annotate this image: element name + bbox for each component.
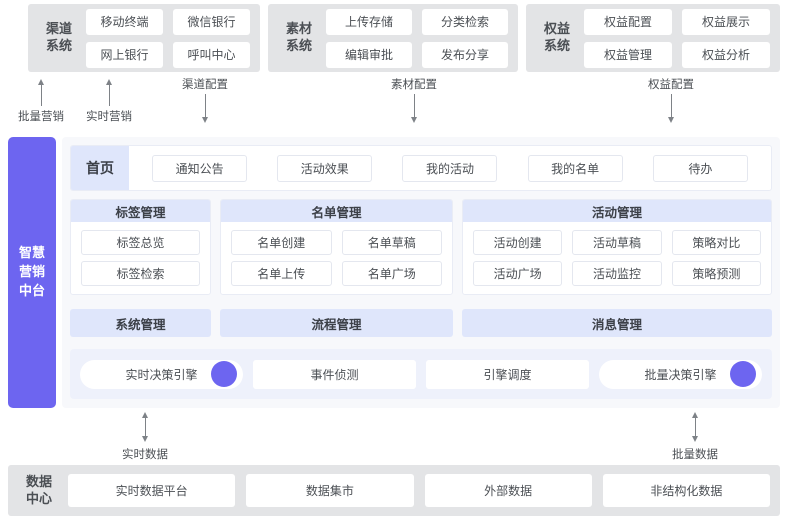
arrow-batch-data: 批量数据 <box>664 412 726 461</box>
realtime-decision-engine[interactable]: 实时决策引擎 <box>80 359 243 389</box>
channel-item-online-bank[interactable]: 网上银行 <box>86 41 163 68</box>
rights-item-analysis[interactable]: 权益分析 <box>682 41 770 68</box>
secondary-management-row: 系统管理 流程管理 消息管理 <box>70 309 772 337</box>
arrow-label-realtime-data: 实时数据 <box>122 447 168 461</box>
arrow-label-batch-marketing: 批量营销 <box>18 109 64 123</box>
material-item-edit-approve[interactable]: 编辑审批 <box>326 41 412 68</box>
unstructured-data-box[interactable]: 非结构化数据 <box>602 474 770 507</box>
realtime-data-platform-box[interactable]: 实时数据平台 <box>68 474 236 507</box>
tag-management-title: 标签管理 <box>71 200 210 222</box>
realtime-decision-engine-label: 实时决策引擎 <box>125 367 198 382</box>
arrow-head-down-icon <box>691 436 698 442</box>
arrow-line <box>109 84 110 106</box>
arrow-batch-marketing: 批量营销 <box>10 78 72 128</box>
strategy-predict-button[interactable]: 策略预测 <box>671 261 761 286</box>
batch-decision-engine[interactable]: 批量决策引擎 <box>599 359 762 389</box>
rights-item-config[interactable]: 权益配置 <box>584 8 672 35</box>
arrow-label-rights-config: 权益配置 <box>648 77 694 91</box>
campaign-monitor-button[interactable]: 活动监控 <box>572 261 662 286</box>
message-management-bar[interactable]: 消息管理 <box>462 309 772 337</box>
arrow-line <box>145 417 146 437</box>
arrow-realtime-data: 实时数据 <box>114 412 176 461</box>
event-detection[interactable]: 事件侦测 <box>253 359 416 389</box>
system-management-bar[interactable]: 系统管理 <box>70 309 211 337</box>
batch-decision-engine-label: 批量决策引擎 <box>644 367 717 382</box>
tab-notice[interactable]: 通知公告 <box>152 154 248 182</box>
channel-system-band: 渠道 系统 移动终端 微信银行 网上银行 呼叫中心 <box>28 4 260 72</box>
rights-item-display[interactable]: 权益展示 <box>682 8 770 35</box>
rights-item-manage[interactable]: 权益管理 <box>584 41 672 68</box>
engine-row: 实时决策引擎 事件侦测 引擎调度 批量决策引擎 <box>70 349 772 399</box>
arrow-head-down-icon <box>667 117 674 123</box>
engine-status-dot-icon <box>730 361 756 387</box>
rights-system-title: 权益 系统 <box>543 22 570 54</box>
tab-campaign-effect[interactable]: 活动效果 <box>277 154 373 182</box>
campaign-draft-button[interactable]: 活动草稿 <box>572 230 662 255</box>
arrow-line <box>414 94 415 118</box>
arrow-line <box>671 94 672 118</box>
arrow-line <box>41 84 42 106</box>
engine-scheduling-label: 引擎调度 <box>483 367 532 382</box>
tag-overview-button[interactable]: 标签总览 <box>81 230 200 255</box>
list-square-button[interactable]: 名单广场 <box>341 261 442 286</box>
material-item-classify-search[interactable]: 分类检索 <box>422 8 508 35</box>
material-item-upload-storage[interactable]: 上传存储 <box>326 8 412 35</box>
external-data-box[interactable]: 外部数据 <box>424 474 592 507</box>
arrow-channel-config: 渠道配置 <box>174 76 236 128</box>
campaign-create-button[interactable]: 活动创建 <box>473 230 563 255</box>
process-management-bar[interactable]: 流程管理 <box>220 309 453 337</box>
material-system-title: 素材 系统 <box>285 22 312 54</box>
arrow-line <box>205 94 206 118</box>
rights-system-band: 权益 系统 权益配置 权益展示 权益管理 权益分析 <box>526 4 780 72</box>
material-system-band: 素材 系统 上传存储 分类检索 编辑审批 发布分享 <box>268 4 518 72</box>
management-card-row: 标签管理 标签总览 标签检索 名单管理 名单创建 名单草稿 名单上传 名单广场 … <box>70 199 772 295</box>
arrow-label-channel-config: 渠道配置 <box>182 77 228 91</box>
data-center-title: 数据 中心 <box>25 474 52 507</box>
arrow-head-up-icon <box>141 412 148 418</box>
campaign-management-card: 活动管理 活动创建 活动草稿 策略对比 活动广场 活动监控 策略预测 <box>462 199 772 295</box>
platform-tabbar: 首页 通知公告 活动效果 我的活动 我的名单 待办 <box>70 145 772 191</box>
arrow-rights-config: 权益配置 <box>640 76 702 128</box>
list-management-card: 名单管理 名单创建 名单草稿 名单上传 名单广场 <box>220 199 453 295</box>
arrow-head-down-icon <box>141 436 148 442</box>
engine-scheduling[interactable]: 引擎调度 <box>426 359 589 389</box>
channel-item-call-center[interactable]: 呼叫中心 <box>173 41 250 68</box>
channel-system-title: 渠道 系统 <box>45 22 72 54</box>
list-draft-button[interactable]: 名单草稿 <box>341 230 442 255</box>
list-management-title: 名单管理 <box>221 200 452 222</box>
engine-status-dot-icon <box>211 361 237 387</box>
strategy-compare-button[interactable]: 策略对比 <box>671 230 761 255</box>
arrow-label-realtime-marketing: 实时营销 <box>86 109 132 123</box>
arrow-head-down-icon <box>410 117 417 123</box>
list-create-button[interactable]: 名单创建 <box>231 230 332 255</box>
arrow-head-up-icon <box>105 79 112 85</box>
arrow-label-batch-data: 批量数据 <box>672 447 718 461</box>
platform-panel: 首页 通知公告 活动效果 我的活动 我的名单 待办 标签管理 标签总览 标签检索… <box>62 137 780 408</box>
material-item-publish-share[interactable]: 发布分享 <box>422 41 508 68</box>
tag-search-button[interactable]: 标签检索 <box>81 261 200 286</box>
arrow-line <box>695 417 696 437</box>
arrow-realtime-marketing: 实时营销 <box>78 78 140 128</box>
arrow-head-up-icon <box>691 412 698 418</box>
platform-sidebar-label: 智慧营销中台 <box>18 246 45 299</box>
arrow-head-up-icon <box>37 79 44 85</box>
campaign-management-title: 活动管理 <box>463 200 771 222</box>
data-mart-box[interactable]: 数据集市 <box>246 474 414 507</box>
data-center-band: 数据 中心 实时数据平台 数据集市 外部数据 非结构化数据 <box>8 465 780 516</box>
campaign-square-button[interactable]: 活动广场 <box>473 261 563 286</box>
platform-sidebar[interactable]: 智慧营销中台 <box>8 137 56 408</box>
tab-my-lists[interactable]: 我的名单 <box>527 154 623 182</box>
arrow-head-down-icon <box>201 117 208 123</box>
channel-item-mobile[interactable]: 移动终端 <box>86 8 163 35</box>
tab-my-campaigns[interactable]: 我的活动 <box>402 154 498 182</box>
tag-management-card: 标签管理 标签总览 标签检索 <box>70 199 211 295</box>
list-upload-button[interactable]: 名单上传 <box>231 261 332 286</box>
arrow-material-config: 素材配置 <box>383 76 445 128</box>
arrow-label-material-config: 素材配置 <box>391 77 437 91</box>
tab-home[interactable]: 首页 <box>71 146 129 190</box>
tab-todo[interactable]: 待办 <box>652 154 748 182</box>
channel-item-wechat[interactable]: 微信银行 <box>173 8 250 35</box>
event-detection-label: 事件侦测 <box>310 367 359 382</box>
